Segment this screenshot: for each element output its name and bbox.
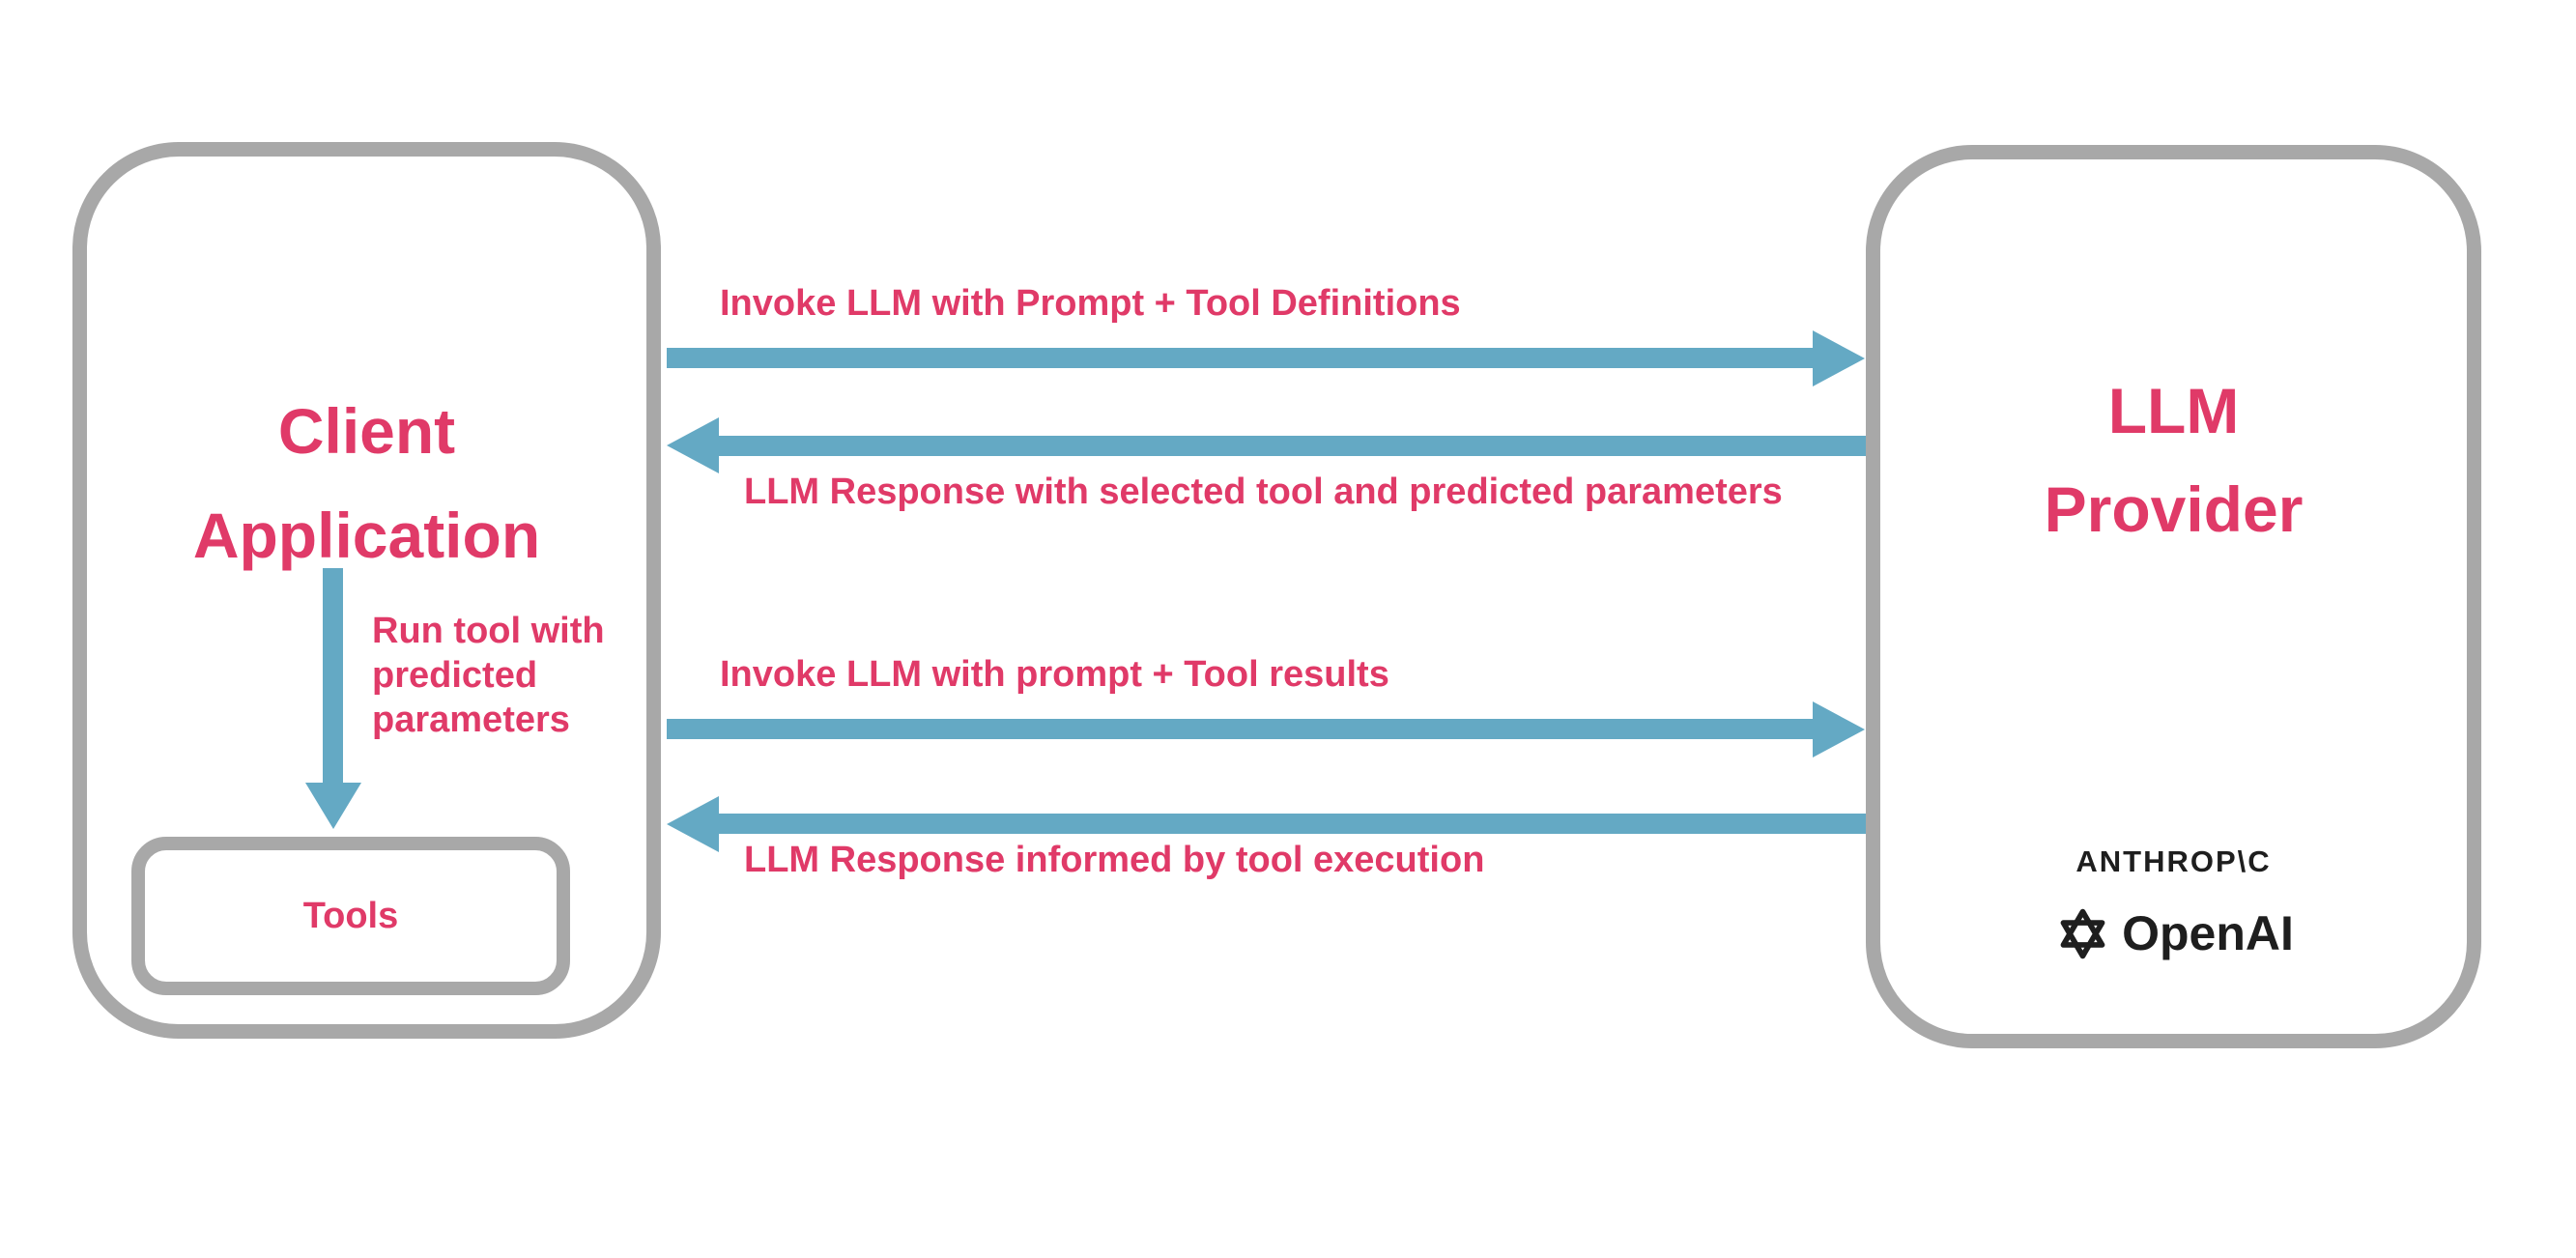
run-tool-arrow-line [323, 568, 343, 785]
llm-provider-title: LLM Provider [2044, 375, 2304, 545]
arrow2-line [719, 436, 1866, 456]
arrow1-right-arrowhead-icon [1813, 330, 1865, 386]
run-tool-label: Run tool with predicted parameters [372, 611, 605, 740]
arrow4-label: LLM Response informed by tool execution [744, 840, 1485, 880]
arrow2-left-arrowhead-icon [667, 417, 719, 473]
openai-flower-icon [2053, 904, 2112, 963]
openai-logo: OpenAI [1866, 902, 2481, 964]
llm-provider-box [1866, 145, 2481, 1048]
arrow1-line [667, 348, 1813, 368]
arrow1-label: Invoke LLM with Prompt + Tool Definition… [720, 283, 1461, 324]
tools-box: Tools [131, 837, 570, 995]
arrow4-line [719, 814, 1866, 834]
arrow3-label: Invoke LLM with prompt + Tool results [720, 654, 1389, 695]
arrow2-label: LLM Response with selected tool and pred… [744, 472, 1783, 512]
client-application-title: Client Application [192, 395, 541, 571]
arrow4-left-arrowhead-icon [667, 796, 719, 852]
openai-logo-text: OpenAI [2122, 906, 2294, 960]
arrow3-right-arrowhead-icon [1813, 701, 1865, 758]
anthropic-logo: ANTHROP\C [2075, 844, 2272, 878]
tools-label: Tools [302, 895, 399, 936]
arrow3-line [667, 719, 1813, 739]
run-tool-arrow-down-icon [305, 783, 361, 829]
